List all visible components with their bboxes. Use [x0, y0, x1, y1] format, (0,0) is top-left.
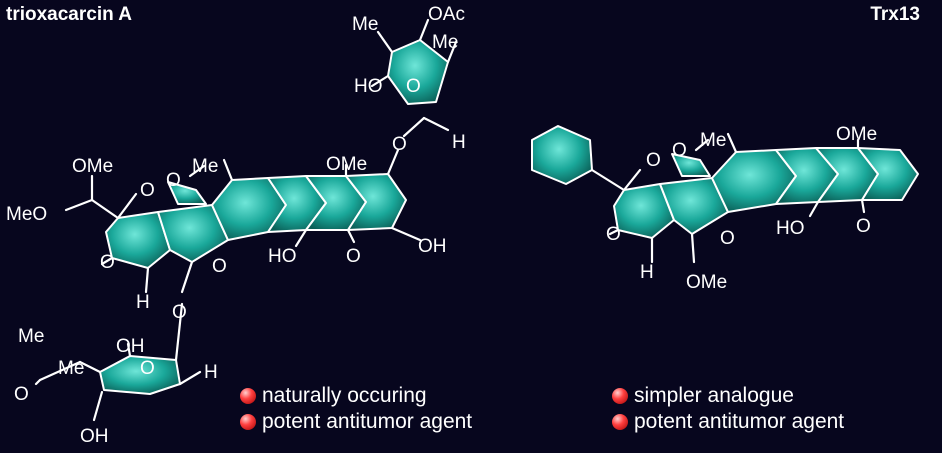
- label-ho-r1: HO: [776, 218, 805, 239]
- label-o-1: O: [140, 180, 155, 201]
- label-ome-2: OMe: [326, 154, 367, 175]
- feature-list-trioxacarcin: naturally occuring potent antitumor agen…: [240, 383, 472, 435]
- ring-core-r4: [857, 147, 919, 201]
- feature-label: simpler analogue: [634, 384, 794, 407]
- trioxacarcin-structure: [34, 18, 458, 422]
- label-oh-3: OH: [80, 426, 109, 447]
- label-h-3: H: [204, 362, 218, 383]
- label-o-8: O: [406, 76, 421, 97]
- feature-list-trx13: simpler analogue potent antitumor agent: [612, 383, 844, 435]
- label-o-r5: O: [856, 216, 871, 237]
- feature-label: potent antitumor agent: [634, 410, 845, 433]
- ring-left-b: [157, 204, 229, 263]
- list-item: potent antitumor agent: [612, 409, 844, 435]
- label-o-r4: O: [720, 228, 735, 249]
- label-o-5: O: [172, 302, 187, 323]
- label-oh-2: OH: [116, 336, 145, 357]
- label-me-5: Me: [58, 358, 84, 379]
- ring-right-b: [659, 177, 729, 235]
- feature-label: naturally occuring: [262, 384, 427, 407]
- label-o-r2: O: [672, 140, 687, 161]
- label-h-2: H: [452, 132, 466, 153]
- feature-label: potent antitumor agent: [262, 410, 473, 433]
- ring-dioxane: [531, 125, 593, 185]
- label-me-1: Me: [192, 156, 218, 177]
- label-meo: MeO: [6, 204, 47, 225]
- label-h-1: H: [136, 292, 150, 313]
- label-o-9: O: [14, 384, 29, 405]
- label-o-7: O: [392, 134, 407, 155]
- list-item: potent antitumor agent: [240, 409, 472, 435]
- label-ho-1: HO: [268, 246, 297, 267]
- trx13-structure: [531, 125, 919, 264]
- bullet-dot-icon: [612, 414, 628, 430]
- label-ome-r1: OMe: [836, 124, 877, 145]
- epoxide-left: [167, 181, 207, 205]
- label-o-6: O: [346, 246, 361, 267]
- label-o-3: O: [100, 252, 115, 273]
- label-me-2: Me: [352, 14, 378, 35]
- label-me-4: Me: [18, 326, 44, 347]
- bullet-dot-icon: [240, 388, 256, 404]
- label-ho-2: HO: [354, 76, 383, 97]
- list-item: naturally occuring: [240, 383, 472, 409]
- label-o-r1: O: [646, 150, 661, 171]
- bullet-dot-icon: [612, 388, 628, 404]
- label-me-r1: Me: [700, 130, 726, 151]
- list-item: simpler analogue: [612, 383, 844, 409]
- label-ome-r2: OMe: [686, 272, 727, 293]
- label-me-3: Me: [432, 32, 458, 53]
- label-ome-1: OMe: [72, 156, 113, 177]
- compound-title-trioxacarcin: trioxacarcin A: [6, 4, 133, 25]
- label-o-2: O: [166, 170, 181, 191]
- label-o-4: O: [212, 256, 227, 277]
- epoxide-right: [671, 153, 711, 177]
- label-h-r1: H: [640, 262, 654, 283]
- label-o-10: O: [140, 358, 155, 379]
- label-oac: OAc: [428, 4, 465, 25]
- label-o-r3: O: [606, 224, 621, 245]
- compound-title-trx13: Trx13: [870, 4, 920, 25]
- label-oh-1: OH: [418, 236, 447, 257]
- bullet-dot-icon: [240, 414, 256, 430]
